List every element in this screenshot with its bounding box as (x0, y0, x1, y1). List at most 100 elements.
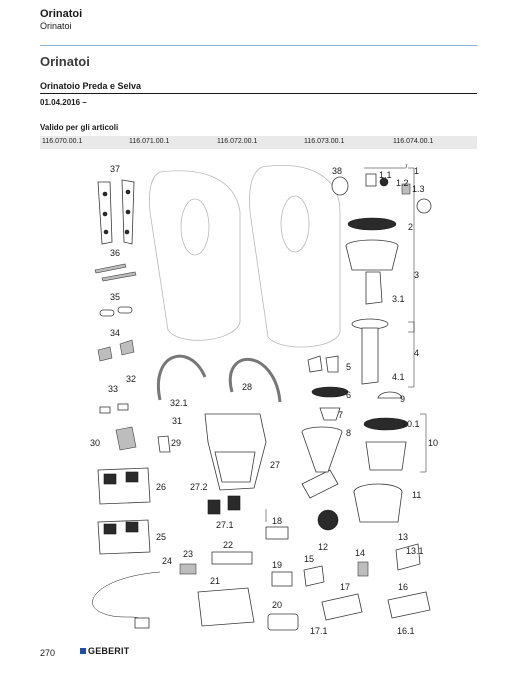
callout-21: 21 (210, 576, 220, 586)
part-26-control-unit (97, 467, 151, 505)
part-17-fitting (321, 593, 363, 621)
part-36-screws (94, 263, 137, 282)
callout-16: 16 (398, 582, 408, 592)
callout-34: 34 (110, 328, 120, 338)
callout-23: 23 (183, 549, 193, 559)
part-5-clips (307, 355, 339, 373)
article-code: 116.071.00.1 (129, 138, 170, 145)
callout-17: 17 (340, 582, 350, 592)
part-2-strainer (347, 217, 397, 231)
callout-12: 12 (318, 542, 328, 552)
callout-4: 4 (414, 348, 419, 358)
callout-35: 35 (110, 292, 120, 302)
part-22-strip (211, 551, 253, 565)
callout-25: 25 (156, 532, 166, 542)
part-11-adapter (353, 483, 403, 523)
bracket-line (408, 167, 415, 333)
callout-30: 30 (90, 438, 100, 448)
leader-line (364, 163, 408, 169)
article-code: 116.074.00.1 (393, 138, 434, 145)
callout-10-1: 10.1 (402, 419, 420, 429)
part-34-fittings (97, 339, 135, 362)
part-27-1-fittings (207, 495, 241, 515)
header-divider (40, 45, 477, 46)
part-10-siphon (363, 417, 409, 471)
part-7-insert (319, 407, 341, 421)
part-3-siphon (345, 239, 399, 305)
article-code: 116.073.00.1 (304, 138, 345, 145)
callout-8: 8 (346, 428, 351, 438)
part-16-fitting (387, 591, 431, 619)
callout-1-1: 1.1 (379, 170, 392, 180)
bracket-line (408, 321, 415, 388)
callout-38: 38 (332, 166, 342, 176)
valid-articles-label: Valido per gli articoli (40, 123, 119, 132)
part-29-elbow (157, 435, 171, 453)
part-14-valve (357, 561, 369, 577)
part-12-pipes (301, 469, 339, 531)
callout-32-1: 32.1 (170, 398, 188, 408)
callout-17-1: 17.1 (310, 626, 328, 636)
callout-1: 1 (414, 166, 419, 176)
part-23-connector (179, 563, 197, 575)
article-code: 116.070.00.1 (42, 138, 83, 145)
callout-22: 22 (223, 540, 233, 550)
callout-4-1: 4.1 (392, 372, 405, 382)
callout-6: 6 (346, 390, 351, 400)
callout-14: 14 (355, 548, 365, 558)
callout-labels: 11.11.21.3233.144.1567891010.111121313.1… (90, 164, 438, 636)
part-19-module (271, 571, 293, 587)
callout-18: 18 (272, 516, 282, 526)
part-28-hose (228, 357, 282, 403)
exploded-parts-diagram: 11.11.21.3233.144.1567891010.111121313.1… (90, 163, 438, 636)
part-4-siphon (351, 318, 389, 385)
part-25-control-unit (97, 519, 151, 555)
part-15-fitting (303, 565, 325, 587)
part-6-strainer (311, 386, 349, 398)
callout-28: 28 (242, 382, 252, 392)
callout-20: 20 (272, 600, 282, 610)
callout-9: 9 (400, 394, 405, 404)
callout-3: 3 (414, 270, 419, 280)
article-code: 116.072.00.1 (217, 138, 258, 145)
callout-15: 15 (304, 554, 314, 564)
page-number: 270 (40, 648, 56, 658)
part-35-plugs (99, 306, 133, 317)
callout-16-1: 16.1 (397, 626, 415, 636)
brand-logo: GEBERIT (80, 646, 129, 656)
part-1-trap-parts (365, 173, 432, 214)
callout-27-1: 27.1 (216, 520, 234, 530)
header-title: Orinatoi (40, 8, 83, 20)
callout-5: 5 (346, 362, 351, 372)
callout-7: 7 (338, 410, 343, 420)
callout-36: 36 (110, 248, 120, 258)
logo-square-icon (80, 648, 86, 654)
part-24-cable (92, 571, 161, 629)
part-32-hose (156, 354, 207, 401)
product-title: Orinatoio Preda e Selva (40, 81, 142, 91)
callout-33: 33 (108, 384, 118, 394)
part-38-cap (331, 176, 349, 196)
brand-name: GEBERIT (88, 646, 130, 656)
callout-2: 2 (408, 222, 413, 232)
part-20-pad (267, 613, 299, 631)
product-divider (40, 93, 477, 94)
header-subtitle: Orinatoi (40, 21, 72, 31)
urinal-outlines (149, 165, 341, 348)
callout-26: 26 (156, 482, 166, 492)
callout-19: 19 (272, 560, 282, 570)
bracket-line (420, 413, 427, 473)
callout-32: 32 (126, 374, 136, 384)
part-21-battery-box (197, 587, 255, 627)
callout-29: 29 (171, 438, 181, 448)
callout-27: 27 (270, 460, 280, 470)
callout-1-3: 1.3 (412, 184, 425, 194)
part-33-screws (99, 403, 129, 414)
part-18-sensor (265, 526, 289, 540)
article-codes-bar (40, 136, 477, 149)
section-title: Orinatoi (40, 54, 90, 69)
validity-date: 01.04.2016 – (40, 98, 87, 107)
callout-1-2: 1.2 (396, 178, 409, 188)
callout-27-2: 27.2 (190, 482, 208, 492)
callout-24: 24 (162, 556, 172, 566)
